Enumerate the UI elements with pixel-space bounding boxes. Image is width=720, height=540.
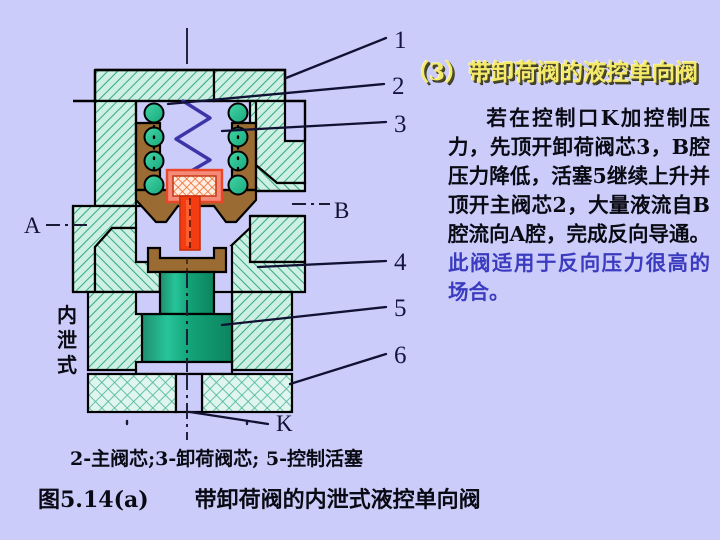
- port-label-b: B: [334, 198, 350, 223]
- paragraph-black-text: 若在控制口K加控制压力，先顶开卸荷阀芯3，B腔压力降低，活塞5继续上升并顶开主阀…: [448, 106, 710, 246]
- callout-label-5: 5: [394, 295, 407, 322]
- valve-body-right: [212, 68, 307, 372]
- callout-label-3: 3: [394, 111, 407, 138]
- figure-title: 带卸荷阀的内泄式液控单向阀: [194, 487, 481, 513]
- piston-chamber-gaps: [134, 290, 234, 376]
- internal-drain-char-1: 内: [57, 303, 77, 327]
- core-centerline-dots: [152, 124, 240, 178]
- callout-label-2: 2: [392, 73, 405, 100]
- bottom-end-cap: [86, 372, 294, 414]
- figure-number: 图5.14(a): [38, 487, 149, 513]
- port-label-k: K: [276, 411, 293, 436]
- port-label-a: A: [24, 213, 41, 238]
- endcap-tick-marks: [125, 419, 249, 426]
- callout-label-1: 1: [394, 27, 407, 54]
- internal-drain-note: 内 泄 式: [56, 303, 78, 378]
- body-paragraph: 若在控制口K加控制压力，先顶开卸荷阀芯3，B腔压力降低，活塞5继续上升并顶开主阀…: [448, 104, 710, 307]
- slide-title: （3）带卸荷阀的液控单向阀: [406, 59, 699, 86]
- callout-label-4: 4: [394, 249, 407, 276]
- parts-legend-caption: 2-主阀芯;3-卸荷阀芯; 5-控制活塞: [70, 448, 363, 470]
- figure-caption: 图5.14(a) 带卸荷阀的内泄式液控单向阀: [38, 482, 481, 514]
- paragraph-blue-text: 此阀适用于反向压力很高的场合。: [448, 251, 710, 304]
- port-b-passage: [250, 189, 305, 218]
- body-outline: [73, 68, 307, 141]
- internal-drain-char-3: 式: [57, 353, 77, 377]
- unloading-valve-core: [165, 168, 224, 251]
- horizontal-centerline: [46, 203, 330, 226]
- callout-label-6: 6: [394, 342, 407, 369]
- internal-drain-char-2: 泄: [57, 328, 77, 352]
- leader-lines: [166, 36, 388, 426]
